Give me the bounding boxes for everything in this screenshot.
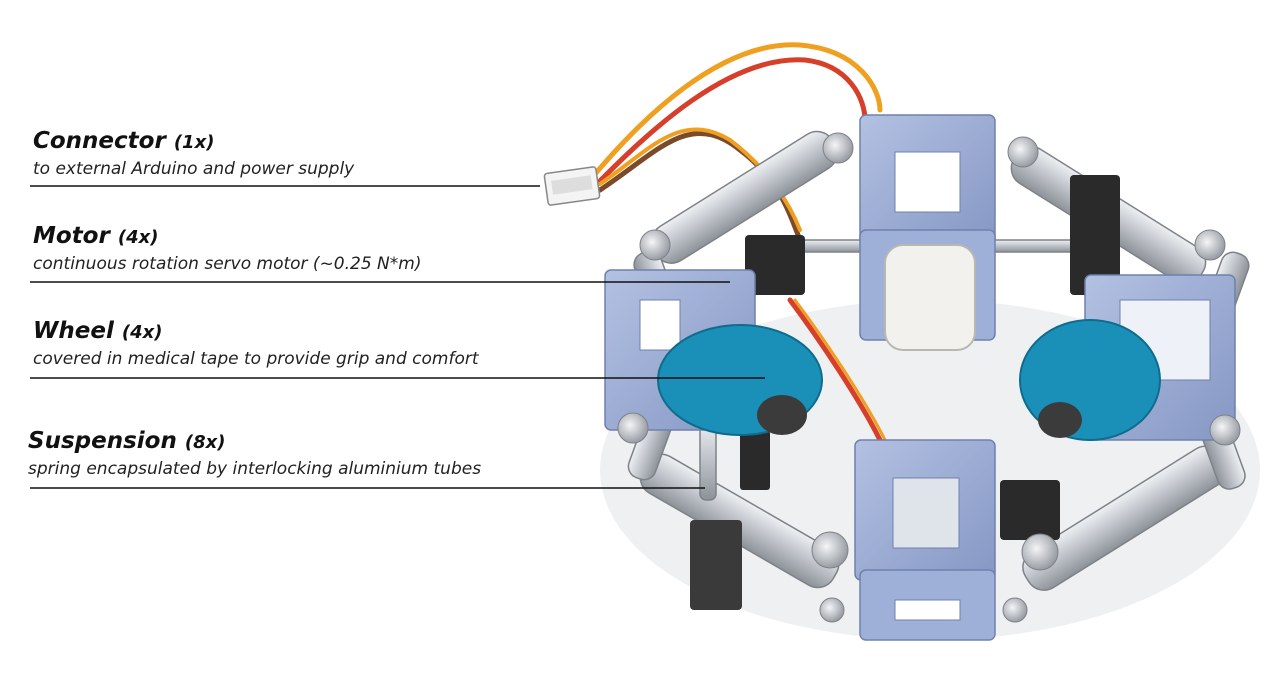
callout-description: spring encapsulated by interlocking alum… [28,459,482,479]
callout-name: Wheel [33,318,114,344]
leader-lines [30,185,765,489]
callout-motor: Motor (4x) continuous rotation servo mot… [33,225,421,273]
wheel-top [884,244,976,351]
tube-end-caps [617,132,1241,623]
callout-count: (4x) [121,322,163,343]
callout-description: to external Arduino and power supply [33,159,355,179]
callout-name: Connector [33,128,166,154]
wheels [657,244,1161,441]
callout-count: (1x) [173,132,215,153]
callout-title: Connector (1x) [33,130,354,153]
callout-description: continuous rotation servo motor (~0.25 N… [33,254,422,274]
callout-wheel: Wheel (4x) covered in medical tape to pr… [33,320,479,368]
servo-motors [690,175,1120,610]
callout-count: (4x) [117,227,159,248]
callout-title: Wheel (4x) [33,320,479,343]
callout-title: Suspension (8x) [28,430,481,453]
callout-title: Motor (4x) [33,225,421,248]
callout-suspension: Suspension (8x) spring encapsulated by i… [28,430,481,478]
callout-connector: Connector (1x) to external Arduino and p… [33,130,354,178]
callout-name: Motor [33,223,110,249]
callout-name: Suspension [28,428,177,454]
connector-wires [587,42,887,443]
connector [543,166,601,206]
callout-count: (8x) [184,432,226,453]
callout-description: covered in medical tape to provide grip … [33,349,479,369]
